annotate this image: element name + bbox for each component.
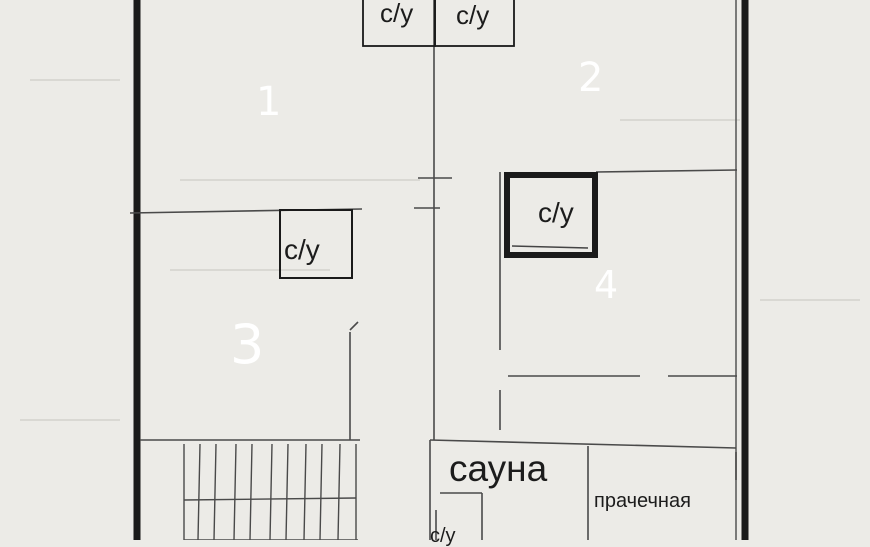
wc-box-4-inner-line: [511, 245, 589, 249]
staircase: [183, 443, 358, 540]
wc-box-4: [504, 172, 598, 258]
wc-label-4: с/у: [538, 197, 574, 228]
room-number-2: 2: [578, 55, 604, 101]
sauna-label: сауна: [449, 448, 548, 489]
wc-label-1: с/у: [380, 0, 414, 28]
partitions: [129, 0, 738, 540]
room-number-1: 1: [256, 79, 282, 125]
wc-box-2: [434, 0, 515, 47]
room-number-3: 3: [230, 313, 265, 376]
paper-texture: [20, 79, 860, 421]
room-number-4: 4: [594, 263, 619, 307]
wc-label-3: с/у: [284, 234, 320, 265]
wc-label-2: с/у: [456, 0, 490, 30]
wc-box-3: [279, 209, 353, 279]
laundry-label: прачечная: [594, 490, 691, 512]
wc-label-5: с/у: [430, 525, 456, 547]
outer-walls: [133, 0, 749, 540]
